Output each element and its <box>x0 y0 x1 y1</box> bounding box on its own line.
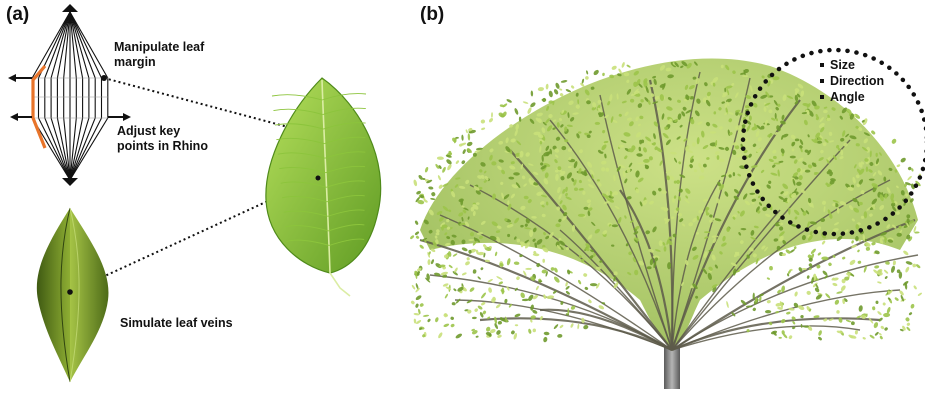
shaded-leaf-model <box>37 208 109 382</box>
annotation-margin: Manipulate leaf margin <box>114 40 204 70</box>
annotation-veins: Simulate leaf veins <box>120 316 233 331</box>
panel-label-a: (a) <box>6 4 29 27</box>
wireframe-leaf-diagram <box>32 4 108 186</box>
leader-line-margin <box>104 78 288 127</box>
left-arrow-bottom-icon <box>10 113 32 121</box>
annotation-margin-line1: Manipulate leaf <box>114 40 204 55</box>
legend-label-direction: Direction <box>830 74 884 88</box>
bullet-icon <box>820 63 824 67</box>
elm-leaf-image <box>266 78 381 296</box>
annotation-key-points-line2: points in Rhino <box>117 139 208 154</box>
legend-item-direction: Direction <box>820 74 884 88</box>
left-arrow-top-icon <box>8 74 32 82</box>
panel-label-b: (b) <box>420 4 444 27</box>
legend-item-angle: Angle <box>820 90 865 104</box>
right-arrow-icon <box>108 113 131 121</box>
annotation-key-points-line1: Adjust key <box>117 124 208 139</box>
legend-label-angle: Angle <box>830 90 865 104</box>
legend-item-size: Size <box>820 58 855 72</box>
bullet-icon <box>820 79 824 83</box>
legend-label-size: Size <box>830 58 855 72</box>
annotation-key-points: Adjust key points in Rhino <box>117 124 208 154</box>
bullet-icon <box>820 95 824 99</box>
annotation-margin-line2: margin <box>114 55 204 70</box>
vein-point-marker <box>316 176 321 181</box>
tree-trunk <box>664 346 680 389</box>
